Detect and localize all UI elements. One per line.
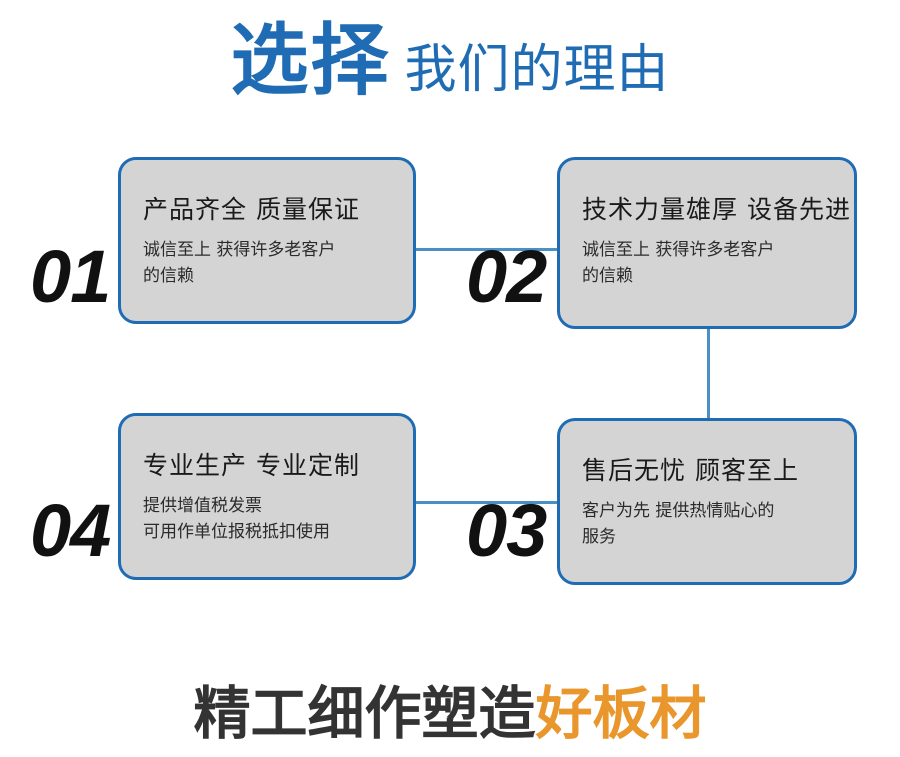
feature-card-04[interactable]: 专业生产 专业定制 提供增值税发票 可用作单位报税抵扣使用	[118, 413, 416, 580]
connector-04-to-03	[413, 501, 559, 504]
feature-card-02-body: 诚信至上 获得许多老客户 的信赖	[582, 240, 775, 286]
connector-01-to-02	[413, 248, 559, 251]
feature-card-03-body: 客户为先 提供热情贴心的 服务	[582, 501, 775, 547]
feature-card-02-title: 技术力量雄厚 设备先进	[582, 195, 851, 224]
feature-card-01-body: 诚信至上 获得许多老客户 的信赖	[143, 240, 336, 286]
feature-card-03-title: 售后无忧 顾客至上	[582, 456, 799, 485]
card-number-01: 01	[30, 235, 111, 318]
footer-slogan-accent: 好板材	[535, 681, 707, 747]
card-number-02: 02	[466, 235, 547, 318]
feature-card-01[interactable]: 产品齐全 质量保证 诚信至上 获得许多老客户 的信赖	[118, 157, 416, 324]
feature-card-04-title: 专业生产 专业定制	[143, 451, 360, 480]
page-title-light: 我们的理由	[404, 40, 670, 100]
page-title: 选择我们的理由	[0, 22, 900, 100]
page-title-strong: 选择	[230, 16, 391, 106]
card-number-04: 04	[30, 489, 111, 572]
feature-card-02[interactable]: 技术力量雄厚 设备先进 诚信至上 获得许多老客户 的信赖	[557, 157, 857, 329]
connector-02-to-03	[707, 328, 710, 418]
feature-card-03[interactable]: 售后无忧 顾客至上 客户为先 提供热情贴心的 服务	[557, 418, 857, 585]
card-number-03: 03	[466, 489, 547, 572]
feature-card-01-title: 产品齐全 质量保证	[143, 195, 360, 224]
page-footer-slogan: 精工细作塑造好板材	[0, 668, 900, 750]
footer-slogan-dark: 精工细作塑造	[193, 681, 536, 747]
feature-card-04-body: 提供增值税发票 可用作单位报税抵扣使用	[143, 496, 330, 542]
